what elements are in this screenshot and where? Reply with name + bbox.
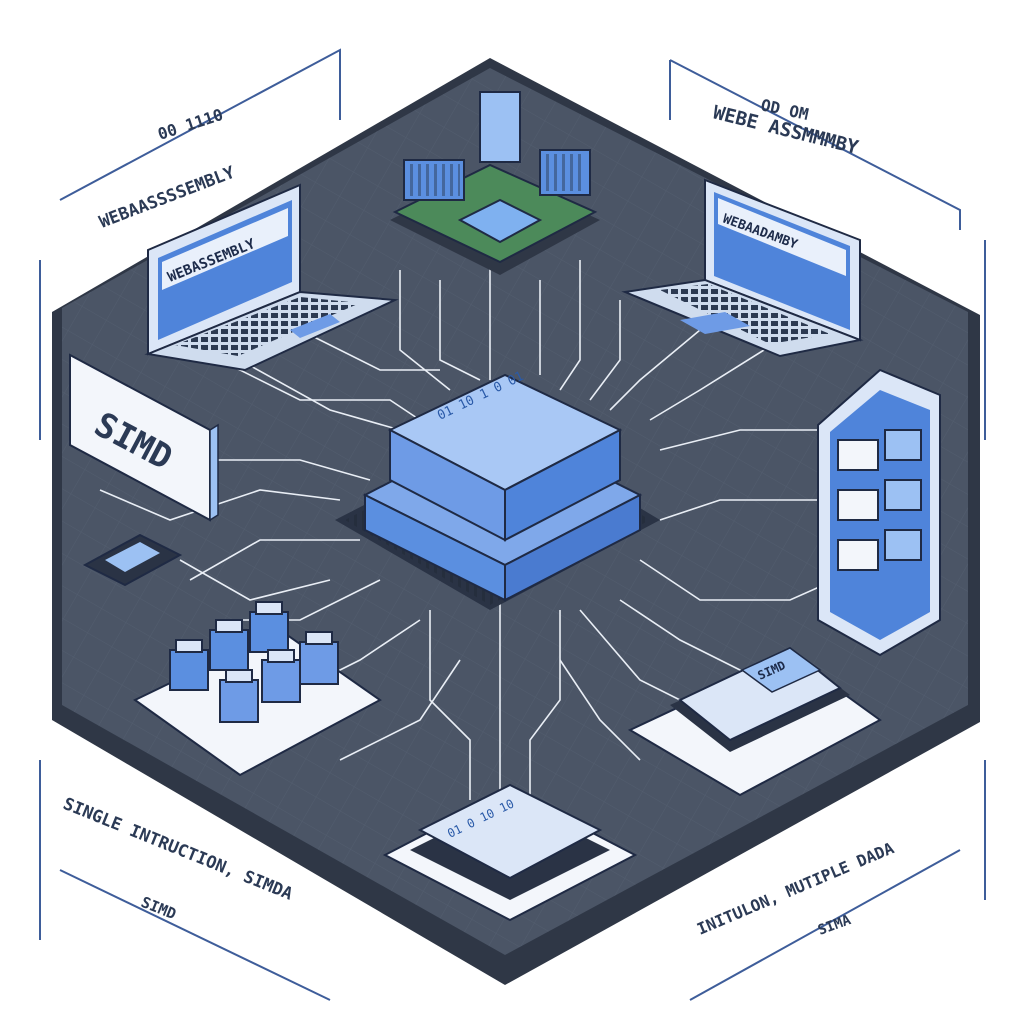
binary-top-left: 00 1110 [155, 105, 225, 144]
chip-right: SIMD [627, 646, 882, 797]
central-processor: 01 10 1 0 01 [335, 369, 660, 610]
bottom-right-sub: SIMA [816, 912, 854, 939]
cube-cluster [133, 601, 382, 777]
motherboard-top [390, 91, 600, 275]
bottom-left-sub: SIMD [139, 893, 179, 923]
circuit-traces [99, 260, 881, 800]
frame-lines [39, 48, 986, 1001]
chip-bottom: 01 0 10 10 [382, 783, 638, 922]
laptop-left: WEBASSEMBLY [144, 183, 399, 372]
laptop-right: WEBAADAMBY [621, 178, 864, 358]
small-chip [82, 533, 183, 587]
server-rack [817, 368, 941, 657]
